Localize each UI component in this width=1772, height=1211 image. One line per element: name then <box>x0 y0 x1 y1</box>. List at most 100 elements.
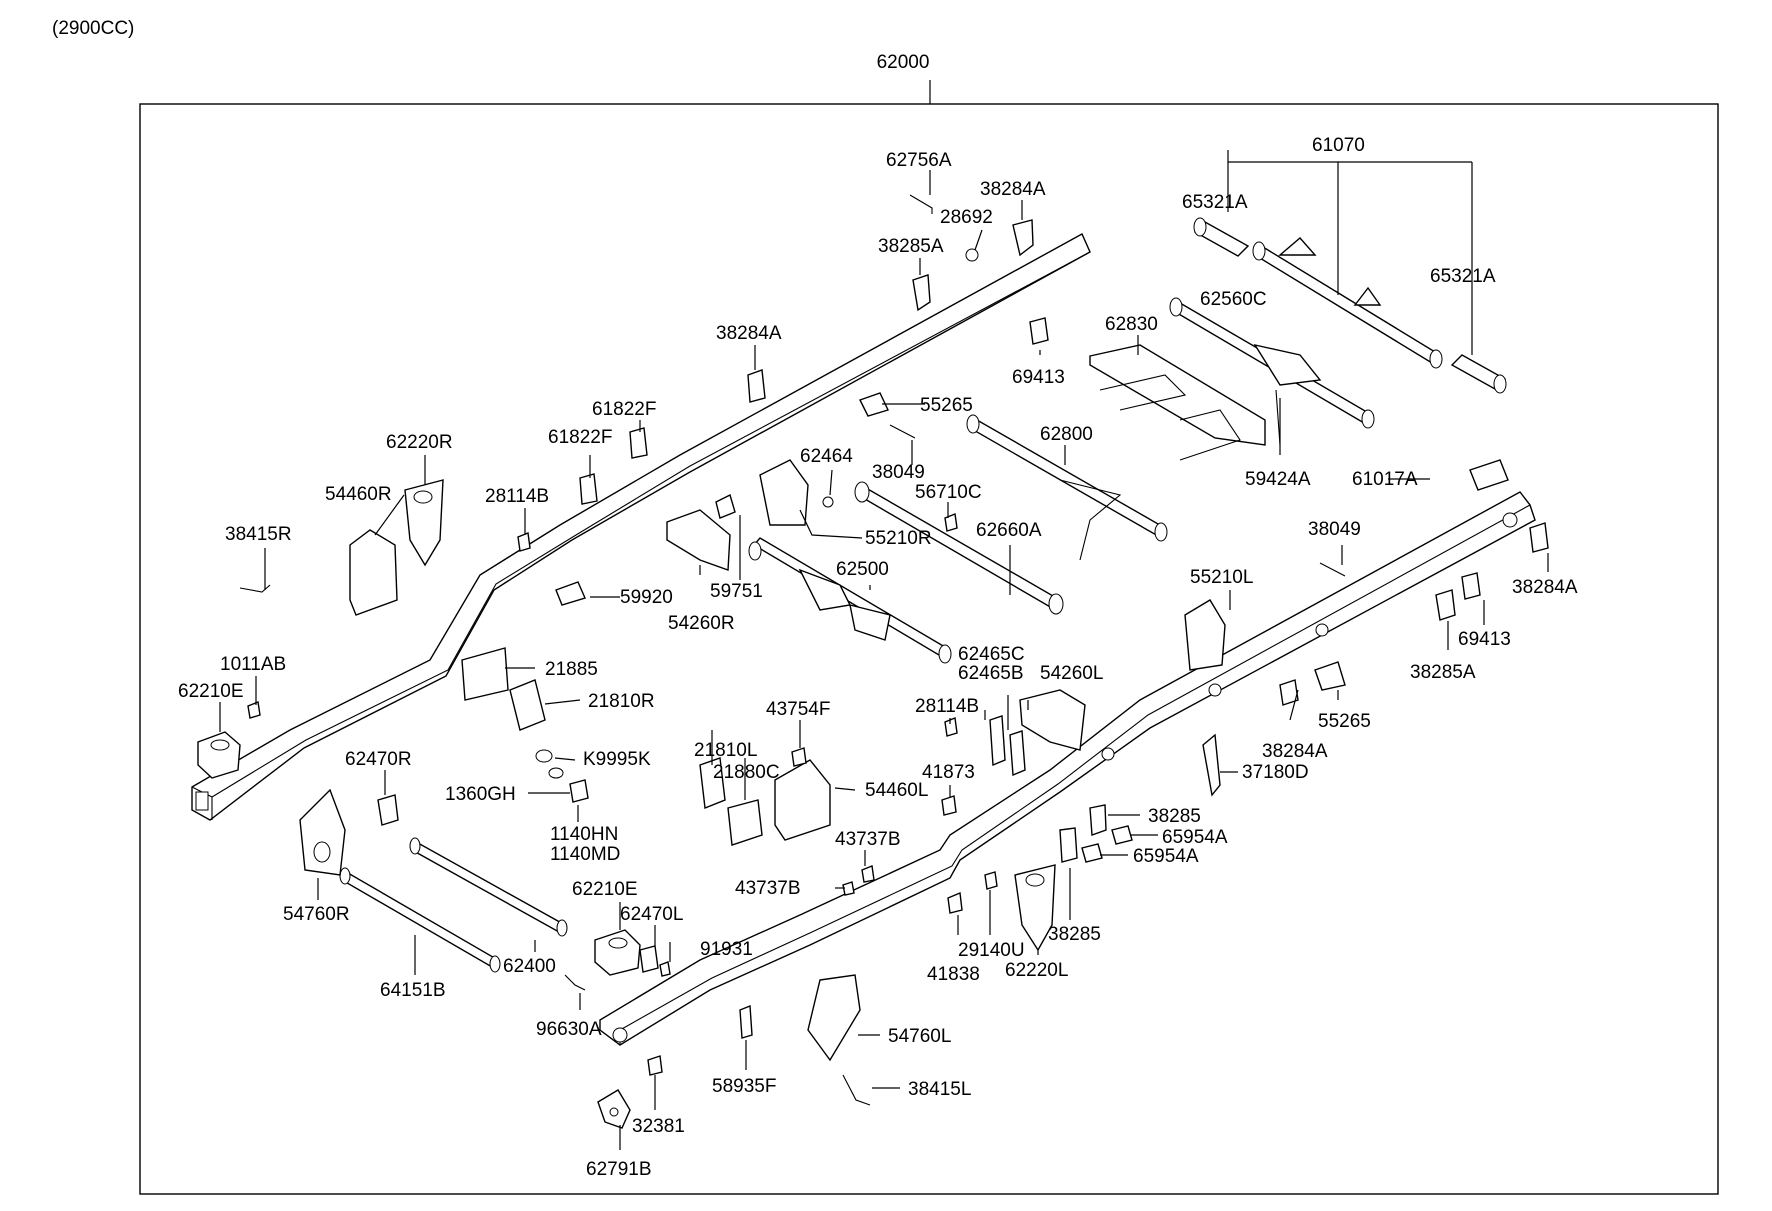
small-part-69413-2 <box>1461 572 1481 600</box>
label-62465C: 62465C <box>958 644 1025 665</box>
bracket-62220L <box>1014 864 1056 952</box>
label-38284A: 38284A <box>1512 577 1578 598</box>
label-21810L: 21810L <box>694 740 757 761</box>
label-29140U: 29140U <box>958 940 1025 961</box>
small-part-61017A <box>1469 459 1509 491</box>
label-56710C: 56710C <box>915 482 982 503</box>
label-55265: 55265 <box>920 395 973 416</box>
label-59751: 59751 <box>710 581 763 602</box>
crossmember-62830 <box>1089 344 1266 461</box>
label-62830: 62830 <box>1105 314 1158 335</box>
label-54260L: 54260L <box>1040 663 1103 684</box>
bracket-37180D <box>1202 733 1221 797</box>
small-part-59920 <box>555 581 586 606</box>
bracket-54760R <box>299 788 346 876</box>
small-part-38415L <box>842 1074 871 1106</box>
small-part-43754F <box>791 747 807 767</box>
engine-variant-label: (2900CC) <box>52 18 134 39</box>
label-38285A: 38285A <box>1410 662 1476 683</box>
bracket-54460R <box>349 529 398 616</box>
small-part-69413-1 <box>1029 317 1049 345</box>
frame-rail-right <box>191 233 1091 821</box>
small-part-62470R <box>377 794 399 826</box>
small-part-38285A-1 <box>912 274 931 312</box>
bushing-65321A-left <box>1193 217 1250 257</box>
small-part-38285A-2 <box>1435 589 1456 621</box>
label-62400: 62400 <box>503 956 556 977</box>
label-38049: 38049 <box>1308 519 1361 540</box>
small-part-41838 <box>947 891 963 914</box>
leader-lines <box>219 150 1549 1150</box>
label-54460L: 54460L <box>865 780 928 801</box>
small-part-65954A-1 <box>1111 825 1133 845</box>
crossmember-62560C <box>1169 297 1375 429</box>
small-part-29140U <box>984 871 998 890</box>
small-part-62464 <box>822 496 834 508</box>
label-43754F: 43754F <box>766 699 830 720</box>
label-38285: 38285 <box>1148 806 1201 827</box>
crossmember-62500 <box>748 537 952 664</box>
bracket-55210L <box>1184 599 1226 671</box>
label-61822F: 61822F <box>592 399 656 420</box>
label-62660A: 62660A <box>976 520 1042 541</box>
crossmember-61070 <box>1252 237 1443 369</box>
crossmember-64151B <box>339 867 501 973</box>
bracket-62220R <box>404 479 444 567</box>
small-part-38285-2 <box>1059 827 1078 863</box>
label-21880C: 21880C <box>713 762 780 783</box>
label-28114B: 28114B <box>485 486 549 507</box>
small-part-38284A-1 <box>1012 219 1034 257</box>
small-part-59424A <box>1275 389 1281 446</box>
label-54260R: 54260R <box>668 613 735 634</box>
label-1140HN: 1140HN <box>550 824 618 845</box>
bushing-65321A-right <box>1450 354 1507 394</box>
bracket-55210R <box>759 459 809 526</box>
small-part-61822F-2 <box>579 473 598 505</box>
small-part-21880C <box>727 799 763 846</box>
small-part-21810L <box>699 757 726 809</box>
label-65954A: 65954A <box>1133 846 1199 867</box>
label-62756A: 62756A <box>886 150 952 171</box>
label-62210E: 62210E <box>178 681 244 702</box>
small-part-38049-1 <box>889 424 916 439</box>
label-69413: 69413 <box>1458 629 1511 650</box>
label-38284A: 38284A <box>980 179 1046 200</box>
label-69413: 69413 <box>1012 367 1065 388</box>
small-part-38049-2 <box>1319 562 1346 577</box>
part-labels: 62756A 38284A 28692 38285A 61070 65321A … <box>178 135 1578 1180</box>
small-part-59751 <box>715 493 736 519</box>
label-38284A: 38284A <box>716 323 782 344</box>
label-41873: 41873 <box>922 762 975 783</box>
small-part-61822F-1 <box>629 427 648 459</box>
label-21885: 21885 <box>545 659 598 680</box>
frame-rail-left <box>599 491 1536 1046</box>
small-part-21885 <box>461 647 509 701</box>
assembly-number-label: 62000 <box>877 52 930 73</box>
label-54760R: 54760R <box>283 904 350 925</box>
bracket-54260R <box>666 509 731 571</box>
small-part-1011AB <box>247 701 261 719</box>
small-part-43737B-2 <box>842 881 855 896</box>
bracket-54760L <box>807 974 861 1062</box>
small-part-62465B <box>1009 730 1026 777</box>
label-55210R: 55210R <box>865 528 932 549</box>
label-1140MD: 1140MD <box>550 844 620 865</box>
small-part-55265-1 <box>859 392 889 417</box>
small-part-28114B-2 <box>944 717 958 737</box>
label-28692: 28692 <box>940 207 993 228</box>
small-part-21810R <box>509 679 546 731</box>
label-62220R: 62220R <box>386 432 453 453</box>
bracket-62210E-top <box>197 731 241 779</box>
small-part-55265-2 <box>1314 661 1346 691</box>
label-62470L: 62470L <box>620 904 683 925</box>
small-part-38415R <box>239 584 271 593</box>
label-65954A: 65954A <box>1162 827 1228 848</box>
label-58935F: 58935F <box>712 1076 776 1097</box>
small-part-1360GH <box>548 767 564 779</box>
small-part-38284A-4 <box>1279 679 1299 706</box>
bracket-62210E-bottom <box>594 929 641 976</box>
label-37180D: 37180D <box>1242 762 1309 783</box>
label-55265: 55265 <box>1318 711 1371 732</box>
label-43737B: 43737B <box>735 878 801 899</box>
